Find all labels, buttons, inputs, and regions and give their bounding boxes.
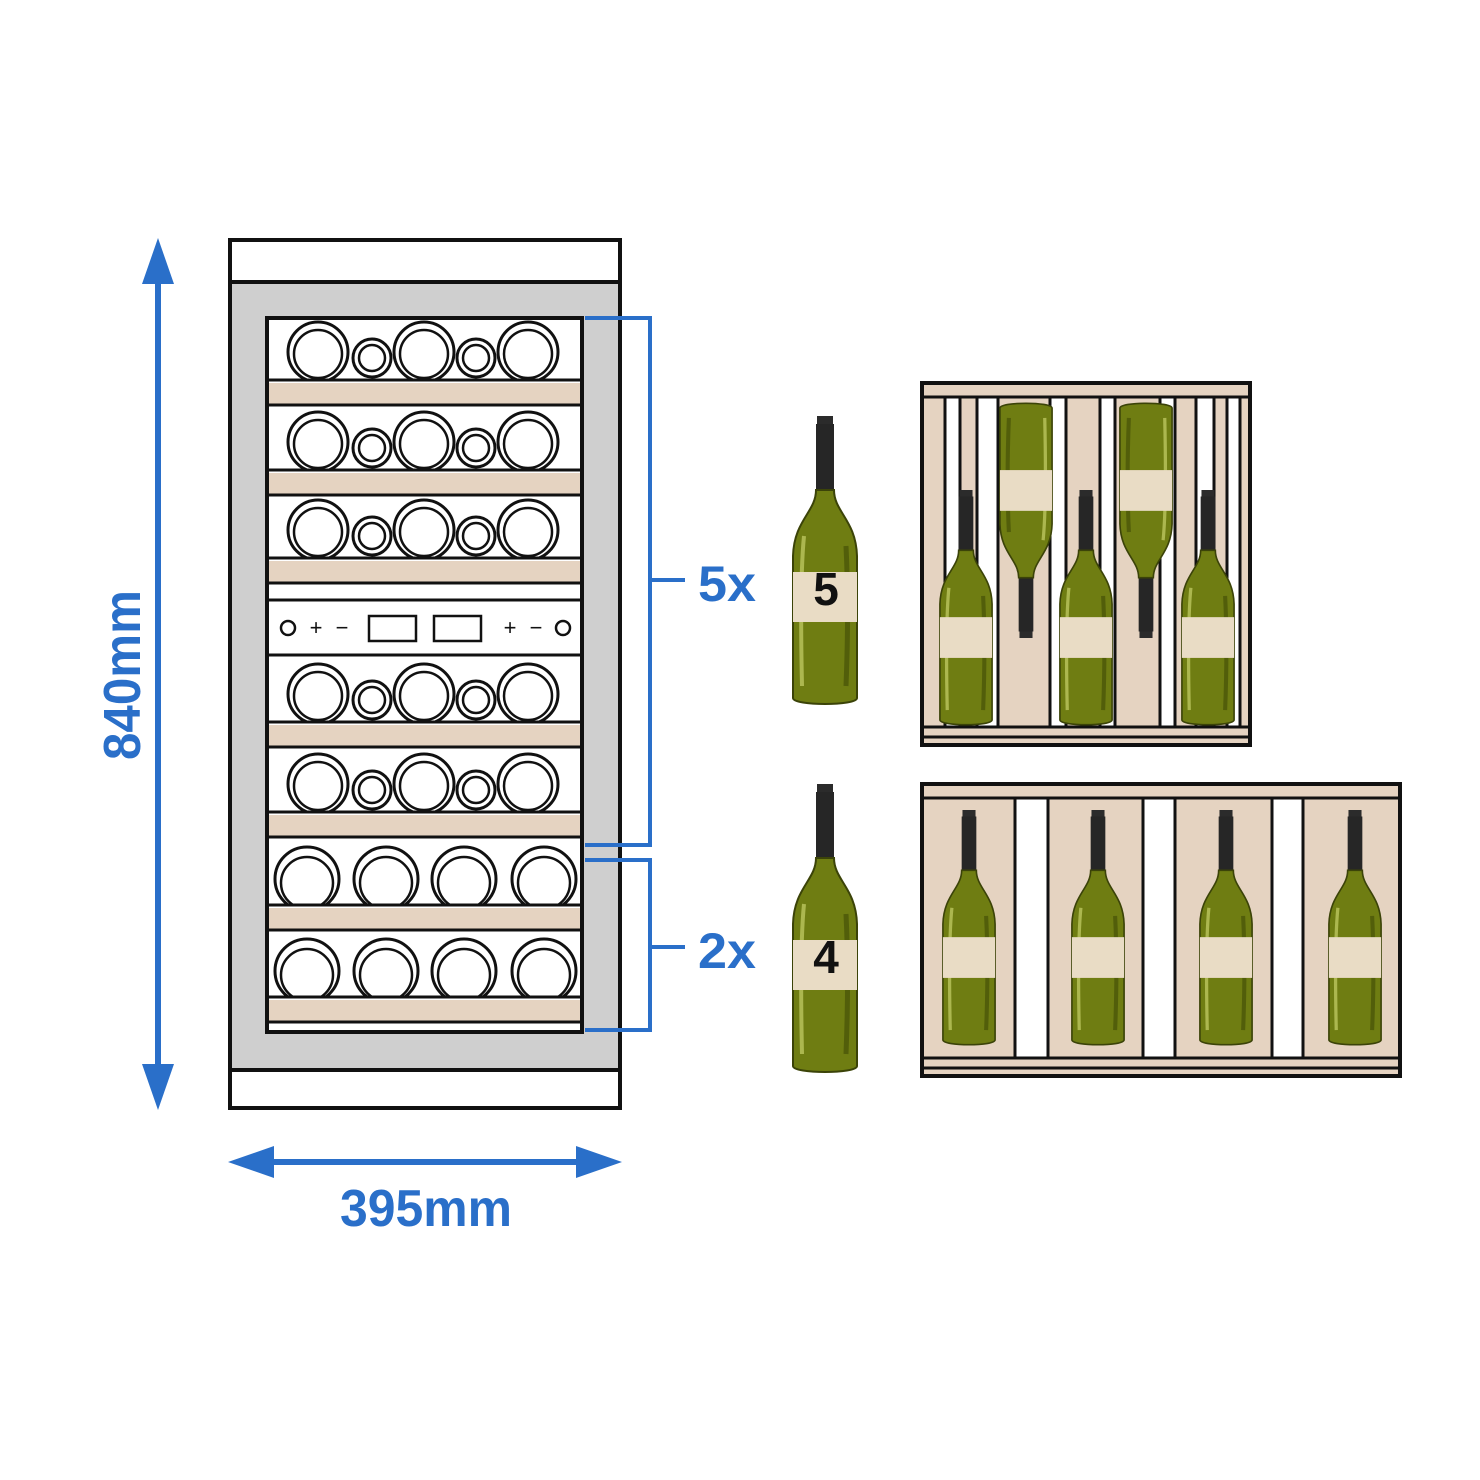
zone-2-bottle-number: 4 (813, 931, 839, 983)
bottle-end-icon (286, 410, 350, 474)
zone-brackets: 5x 2x (585, 316, 756, 1032)
arrow-left-icon (228, 1146, 274, 1178)
fridge-shelf (269, 752, 580, 839)
shelf-board (269, 473, 580, 495)
rack-slot (1141, 796, 1177, 1060)
zone-1-count-label: 5x (698, 556, 756, 612)
bottle-end-icon (510, 937, 578, 1005)
bottle-end-icon (351, 337, 393, 379)
rack-detail-4-bottles (920, 782, 1402, 1078)
wine-bottle-icon (793, 416, 857, 704)
bottle-end-icon (430, 937, 498, 1005)
shelf-board (269, 561, 580, 583)
bottle-end-icon (351, 679, 393, 721)
bottle-end-icon (351, 515, 393, 557)
fridge-shelf (269, 410, 580, 497)
bottle-end-icon (286, 498, 350, 562)
plus-button-left[interactable]: + (310, 615, 323, 640)
height-label: 840mm (94, 590, 152, 760)
bottle-end-icon (496, 662, 560, 726)
bottle-end-icon (392, 410, 456, 474)
rack-slot (1270, 796, 1305, 1060)
display-right (432, 614, 483, 643)
height-dimension: 840mm (94, 238, 174, 1110)
bottle-end-icon (286, 320, 350, 384)
bottle-end-icon (286, 752, 350, 816)
rack-slot (1013, 796, 1050, 1060)
bottle-end-icon (351, 769, 393, 811)
bottle-end-icon (455, 769, 497, 811)
bottle-end-icon (496, 410, 560, 474)
bottle-end-icon (273, 845, 341, 913)
zone-2-bottle: 4 (793, 784, 857, 1072)
bottle-end-icon (496, 752, 560, 816)
fridge-shelf (269, 498, 580, 585)
bottle-end-icon (392, 320, 456, 384)
bottle-end-icon (430, 845, 498, 913)
bottle-end-icon (496, 498, 560, 562)
bottle-end-icon (455, 427, 497, 469)
shelf-board (269, 908, 580, 930)
bottle-end-icon (351, 427, 393, 469)
arrow-right-icon (576, 1146, 622, 1178)
shelf-group (269, 320, 580, 1024)
bottle-end-icon (273, 937, 341, 1005)
bottle-end-icon (286, 662, 350, 726)
power-button-right[interactable] (554, 619, 572, 637)
bottle-end-icon (352, 845, 420, 913)
rack-detail-5-bottles (920, 381, 1252, 747)
minus-button-left[interactable]: − (336, 615, 349, 640)
wine-fridge: + − + − (228, 238, 622, 1110)
width-dimension: 395mm (228, 1146, 622, 1238)
bottle-end-icon (455, 337, 497, 379)
wine-bottle-icon (793, 784, 857, 1072)
fridge-shelf (269, 937, 580, 1024)
shelf-board (269, 1000, 580, 1022)
control-panel: + − + − (269, 598, 580, 657)
bottle-end-icon (392, 498, 456, 562)
plus-button-right[interactable]: + (504, 615, 517, 640)
display-left (367, 614, 418, 643)
shelf-board (269, 383, 580, 405)
fridge-shelf (269, 320, 580, 407)
bottle-end-icon (510, 845, 578, 913)
zone-1-bottle: 5 (793, 416, 857, 704)
fridge-shelf (269, 662, 580, 749)
width-label: 395mm (340, 1180, 512, 1238)
arrow-up-icon (142, 238, 174, 284)
bottle-end-icon (392, 752, 456, 816)
bottle-end-icon (496, 320, 560, 384)
shelf-board (269, 725, 580, 747)
fridge-shelf (269, 845, 580, 932)
bottle-end-icon (455, 679, 497, 721)
power-button-left[interactable] (279, 619, 297, 637)
shelf-board (269, 815, 580, 837)
minus-button-right[interactable]: − (530, 615, 543, 640)
bottle-end-icon (352, 937, 420, 1005)
arrow-down-icon (142, 1064, 174, 1110)
bottle-end-icon (455, 515, 497, 557)
bottle-end-icon (392, 662, 456, 726)
zone-2-count-label: 2x (698, 923, 756, 979)
zone-1-bottle-number: 5 (813, 563, 839, 615)
